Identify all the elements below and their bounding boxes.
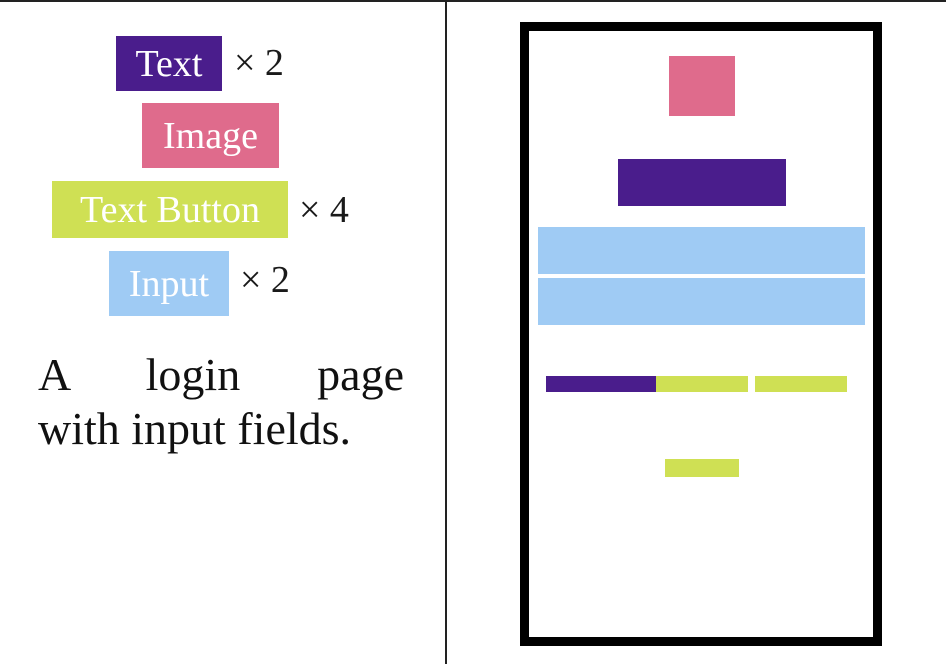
legend-chip-text-button: Text Button (52, 181, 288, 238)
table-column-divider (445, 0, 447, 664)
wire-image (669, 56, 735, 116)
legend-chip-text: Text (116, 36, 222, 91)
table-top-rule (0, 0, 946, 2)
legend-chip-input: Input (109, 251, 229, 316)
legend-count-input: × 2 (240, 259, 290, 301)
legend-chip-image: Image (142, 103, 279, 168)
legend-label-input: Input (128, 262, 210, 305)
wire-text-button-1 (656, 376, 748, 392)
phone-frame (520, 22, 882, 646)
legend-count-text-button: × 4 (299, 189, 349, 231)
wire-text-button-2 (755, 376, 847, 392)
wire-label-text (546, 376, 656, 392)
legend-label-text: Text (135, 42, 203, 85)
legend-count-text: × 2 (234, 42, 284, 84)
layout-caption: A login page with input fields. (38, 348, 404, 457)
wire-input-1 (538, 227, 865, 274)
caption-line-2: with input fields. (38, 403, 352, 455)
wire-input-2 (538, 278, 865, 325)
wire-text-button-3 (665, 459, 739, 477)
caption-line-1: A login page (38, 349, 404, 400)
legend-label-image: Image (163, 114, 258, 157)
wire-title-text (618, 159, 786, 206)
legend-label-text-button: Text Button (80, 188, 260, 231)
